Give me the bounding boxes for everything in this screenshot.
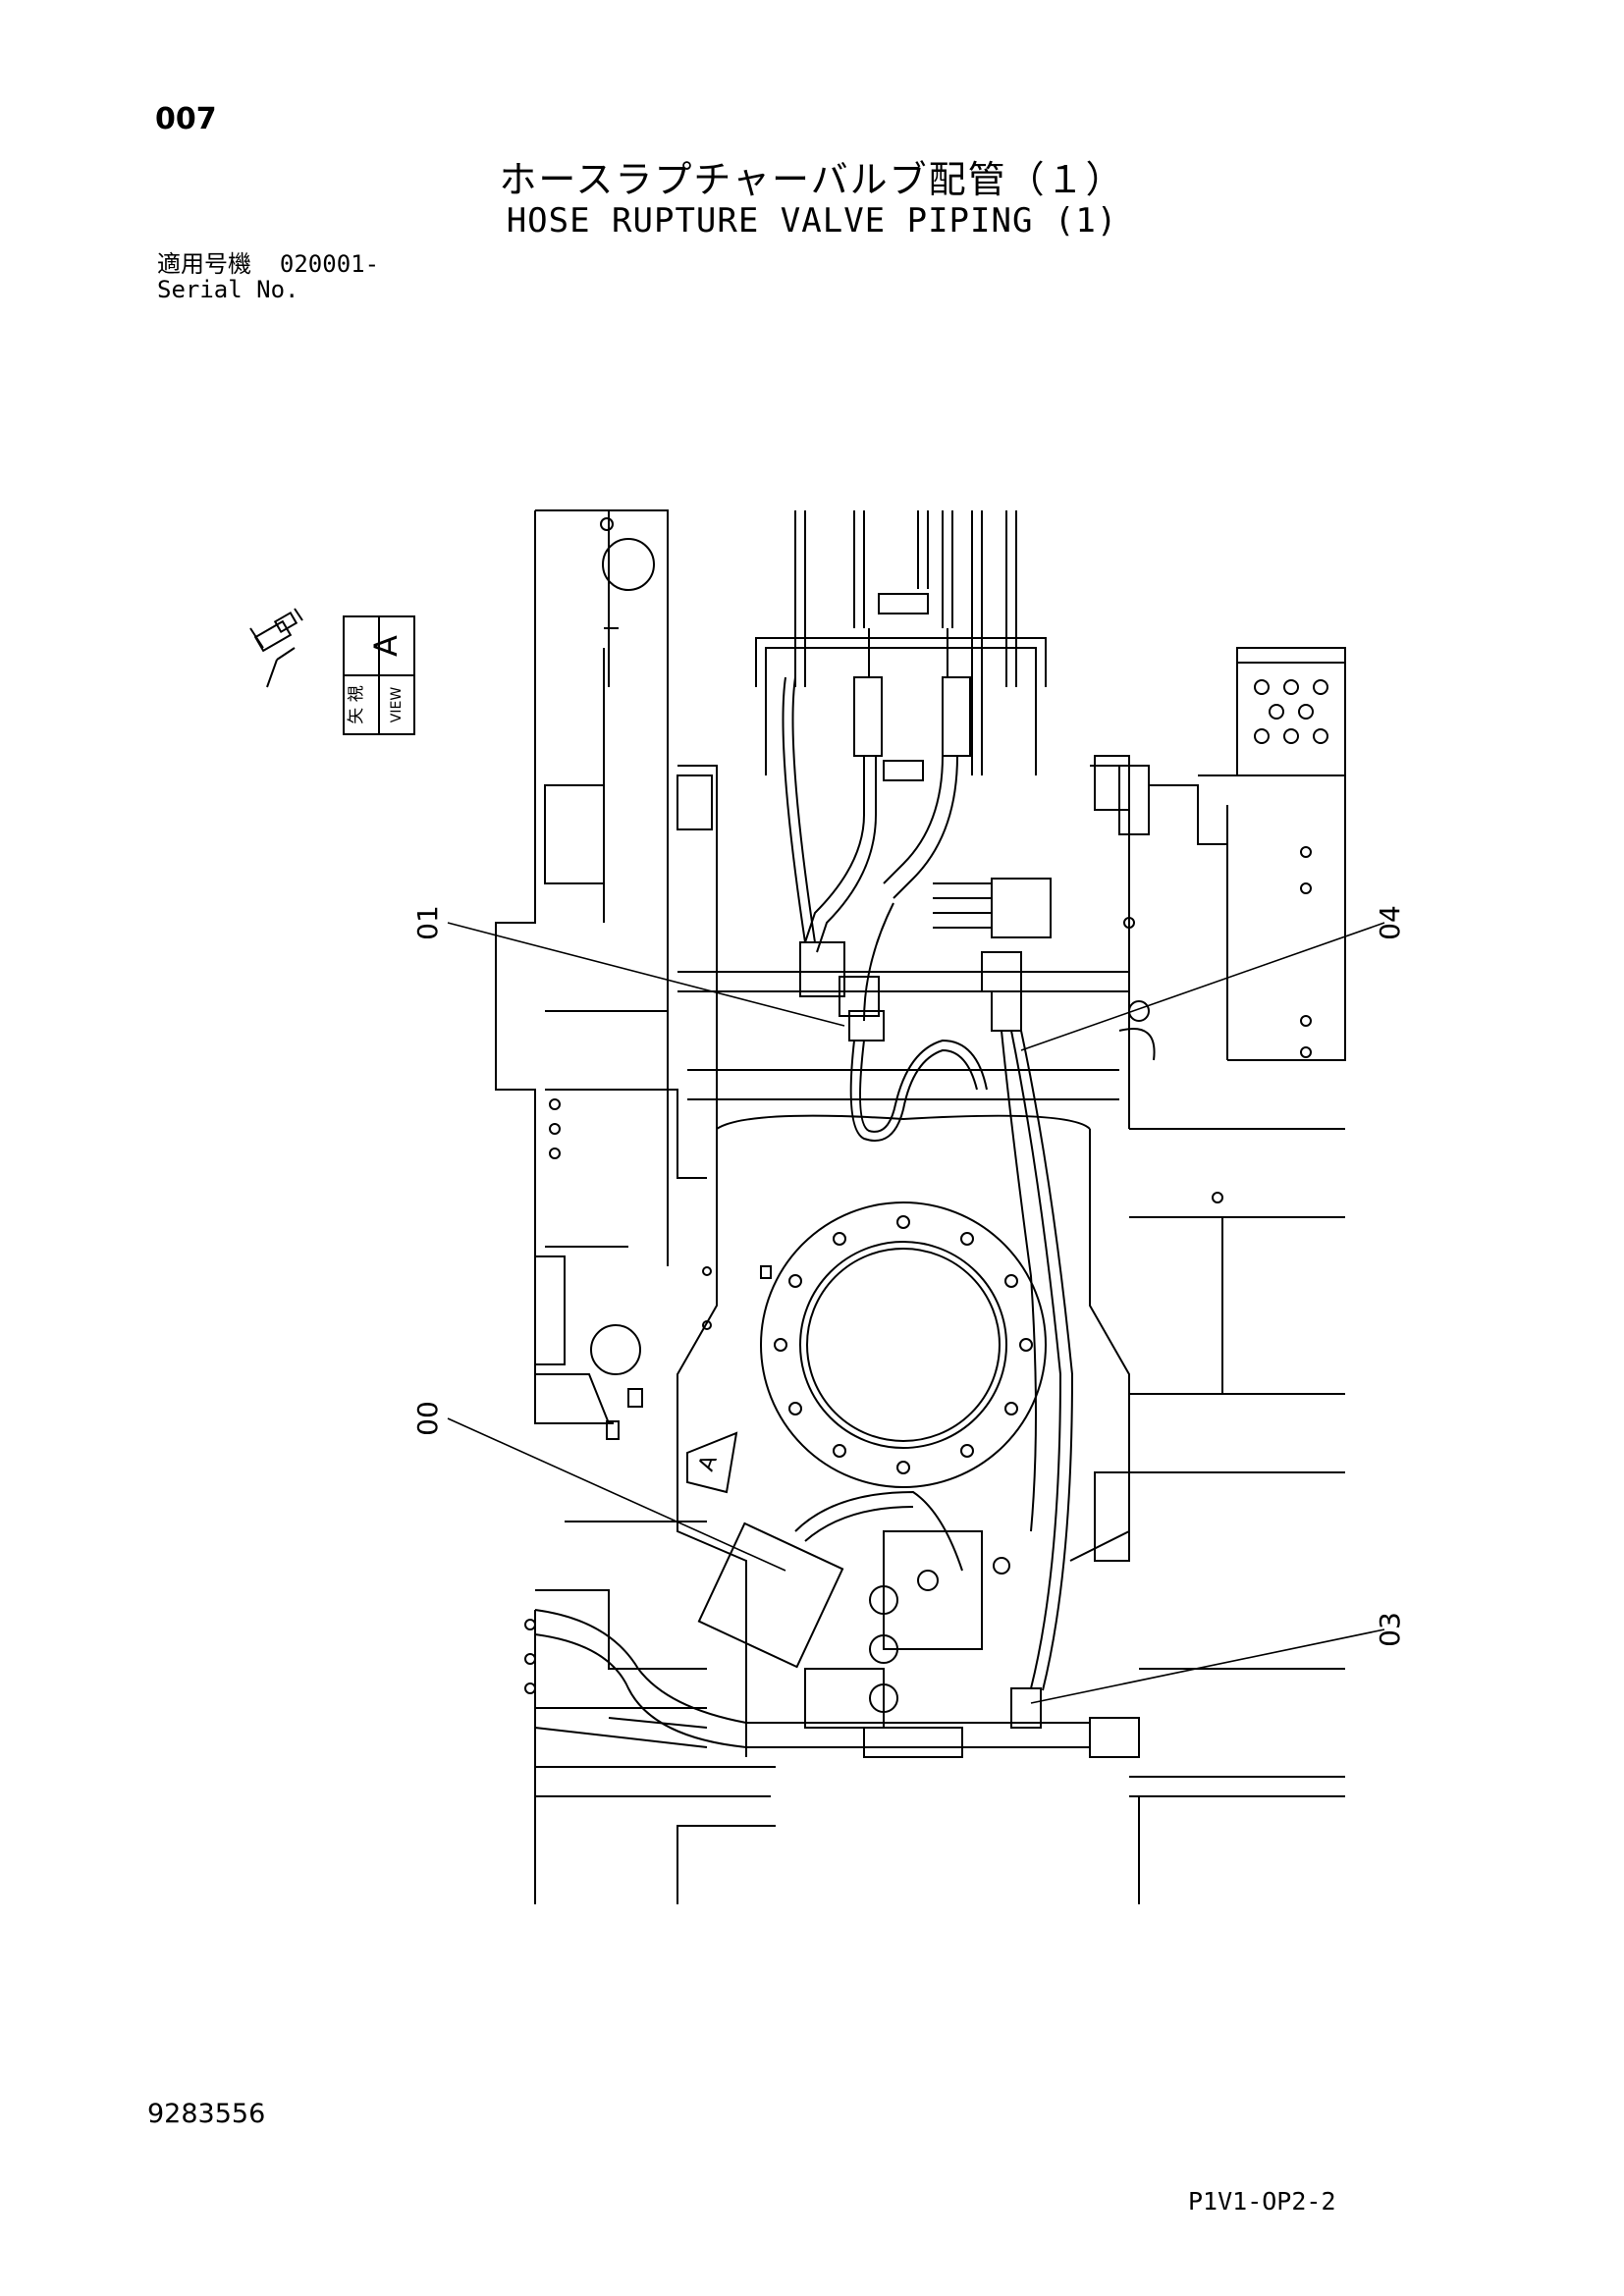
callout-04: 04 bbox=[1374, 905, 1406, 940]
fitting-left-01 bbox=[799, 941, 845, 997]
view-label-jp: 矢 視 bbox=[347, 685, 366, 723]
view-label-en: VIEW bbox=[389, 687, 405, 723]
view-direction-arrow-icon bbox=[249, 608, 303, 688]
title-english: HOSE RUPTURE VALVE PIPING (1) bbox=[506, 201, 1118, 240]
manifold-block bbox=[991, 878, 1052, 938]
bolt-pattern bbox=[1254, 679, 1328, 744]
callout-labels: 01 04 00 03 bbox=[411, 905, 1406, 1647]
view-arrow-letter: A bbox=[694, 1452, 723, 1474]
serial-block: 適用号機 020001- Serial No. bbox=[157, 251, 379, 302]
serial-label-en: Serial No. bbox=[157, 276, 299, 303]
serial-label-jp: 適用号機 bbox=[157, 250, 251, 278]
title-japanese: ホースラプチャーバルブ配管（１） bbox=[499, 158, 1125, 201]
serial-value: 020001- bbox=[279, 250, 380, 278]
left-frame bbox=[495, 509, 776, 1904]
hydraulic-lines bbox=[534, 510, 1140, 1758]
callout-03: 03 bbox=[1374, 1612, 1406, 1647]
leader-lines bbox=[447, 922, 1385, 1704]
right-frame bbox=[1118, 647, 1346, 1904]
view-arrow-plate-icon bbox=[686, 1431, 738, 1494]
page-code: P1V1-OP2-2 bbox=[1188, 2187, 1336, 2216]
connector-block-00 bbox=[697, 1522, 844, 1669]
document-number: 9283556 bbox=[147, 2099, 266, 2129]
view-marker: 矢 視 VIEW A bbox=[249, 608, 415, 735]
hose-rupture-valve-right bbox=[942, 676, 971, 757]
callout-01: 01 bbox=[411, 905, 444, 940]
swing-ring-outer bbox=[760, 1201, 1047, 1488]
callout-00: 00 bbox=[411, 1401, 444, 1436]
view-letter: A bbox=[367, 635, 405, 657]
valve-03-fitting bbox=[1010, 1687, 1042, 1729]
ring-bolts bbox=[774, 1215, 1033, 1474]
center-structure: A bbox=[677, 510, 1159, 1757]
page-number: 007 bbox=[155, 102, 217, 136]
hose-rupture-valve-left bbox=[853, 676, 883, 757]
serial-row-jp: 適用号機 020001- bbox=[157, 251, 379, 277]
